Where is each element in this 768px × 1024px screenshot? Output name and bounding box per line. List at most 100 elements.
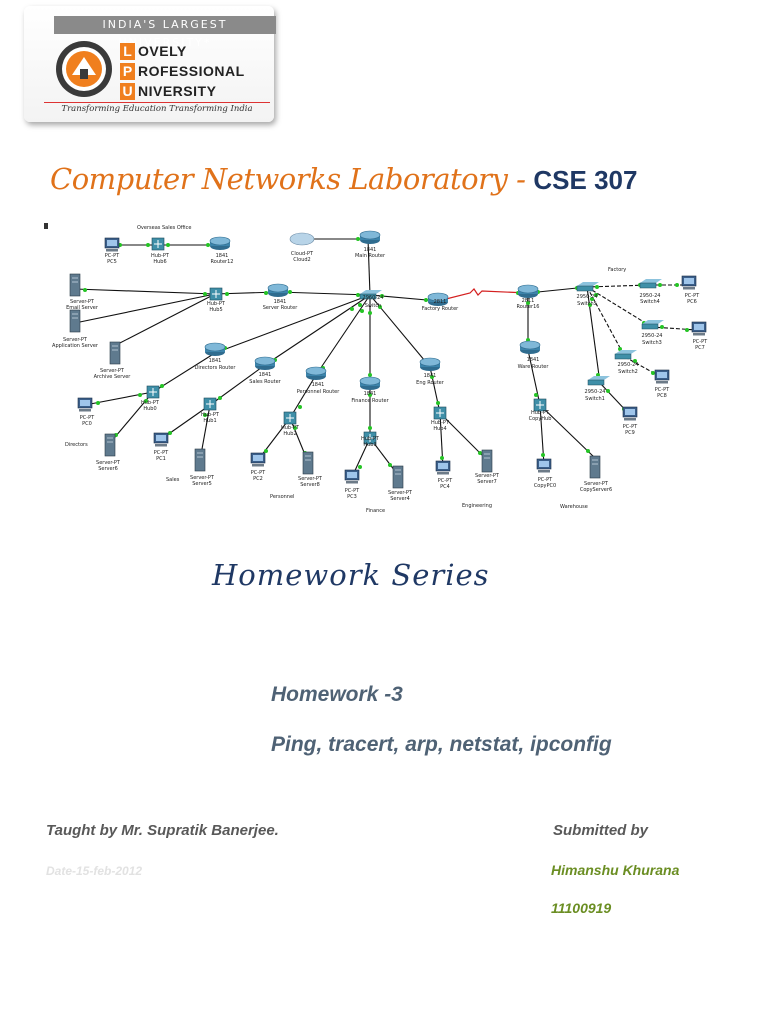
zone-label-directors: Directors [65, 442, 88, 448]
lpu-wordmark: L OVELY P ROFESSIONAL U NIVERSITY [120, 42, 270, 102]
svg-text:Server-PT: Server-PT [96, 460, 121, 466]
svg-text:Server6: Server6 [98, 466, 118, 472]
document-title: Computer Networks Laboratory - CSE 307 [50, 162, 637, 196]
svg-text:Hub-PT: Hub-PT [281, 425, 300, 431]
svg-text:PC1: PC1 [156, 456, 166, 462]
svg-text:CopyPC0: CopyPC0 [534, 483, 556, 489]
lpu-word: ROFESSIONAL [138, 63, 245, 79]
svg-text:Switch5: Switch5 [577, 301, 597, 307]
zone-label-factory: Factory [608, 267, 626, 273]
svg-text:Server-PT: Server-PT [100, 368, 125, 374]
lpu-word: OVELY [138, 43, 187, 59]
svg-text:Archive Server: Archive Server [94, 374, 132, 380]
svg-text:Switch: Switch [365, 303, 382, 309]
svg-text:1841: 1841 [527, 357, 540, 363]
submitted-by-label: Submitted by [553, 822, 649, 839]
logo-banner: INDIA'S LARGEST UNIVERSITY* [54, 16, 276, 49]
svg-text:2811: 2811 [434, 299, 447, 305]
svg-text:Email Server: Email Server [66, 305, 99, 311]
lpu-letter: P [120, 62, 135, 80]
zone-label-overseas: Overseas Sales Office [137, 225, 191, 231]
svg-text:PC-PT: PC-PT [655, 387, 670, 393]
svg-text:Hub5: Hub5 [209, 307, 222, 313]
svg-text:PC-PT: PC-PT [693, 339, 708, 345]
university-logo: INDIA'S LARGEST UNIVERSITY* L OVELY P RO… [24, 6, 276, 122]
svg-text:Hub-PT: Hub-PT [531, 410, 550, 416]
svg-text:PC-PT: PC-PT [538, 477, 553, 483]
svg-text:Router12: Router12 [211, 259, 234, 265]
svg-text:Hub-PT: Hub-PT [201, 412, 220, 418]
svg-text:2960-24: 2960-24 [363, 295, 384, 301]
course-code: CSE 307 [533, 165, 638, 195]
svg-text:1841: 1841 [259, 372, 272, 378]
svg-text:Server Router: Server Router [263, 305, 299, 311]
svg-text:1841: 1841 [274, 299, 287, 305]
svg-text:2950-24: 2950-24 [585, 389, 606, 395]
svg-text:PC4: PC4 [440, 484, 450, 490]
lpu-row: L OVELY [120, 42, 270, 60]
svg-text:PC2: PC2 [253, 476, 263, 482]
svg-text:Hub2: Hub2 [283, 431, 296, 437]
svg-text:PC-PT: PC-PT [80, 415, 95, 421]
svg-text:PC-PT: PC-PT [251, 470, 266, 476]
svg-text:Server-PT: Server-PT [584, 481, 609, 487]
lpu-letter: U [120, 82, 135, 100]
homework-topic: Ping, tracert, arp, netstat, ipconfig [271, 733, 612, 756]
svg-text:Hub-PT: Hub-PT [361, 436, 380, 442]
lpu-row: U NIVERSITY [120, 82, 270, 100]
lpu-word: NIVERSITY [138, 83, 217, 99]
svg-text:PC6: PC6 [687, 299, 697, 305]
svg-text:Hub6: Hub6 [153, 259, 166, 265]
svg-text:Switch1: Switch1 [585, 396, 605, 402]
zone-label-engineering: Engineering [462, 503, 492, 509]
svg-text:Main Router: Main Router [355, 253, 386, 259]
svg-text:Application Server: Application Server [52, 343, 99, 349]
svg-text:PC-PT: PC-PT [345, 488, 360, 494]
svg-text:Server-PT: Server-PT [70, 299, 95, 305]
svg-text:Hub0: Hub0 [143, 406, 156, 412]
svg-text:Server-PT: Server-PT [298, 476, 323, 482]
lpu-letter: L [120, 42, 135, 60]
svg-text:Server7: Server7 [477, 479, 497, 485]
svg-text:Router16: Router16 [517, 304, 540, 310]
svg-text:PC7: PC7 [695, 345, 705, 351]
network-topology-diagram: Overseas Sales Office Factory Directors … [44, 223, 708, 514]
svg-text:CopyHub: CopyHub [529, 416, 552, 422]
svg-text:Factory Router: Factory Router [422, 306, 459, 312]
svg-text:PC-PT: PC-PT [623, 424, 638, 430]
